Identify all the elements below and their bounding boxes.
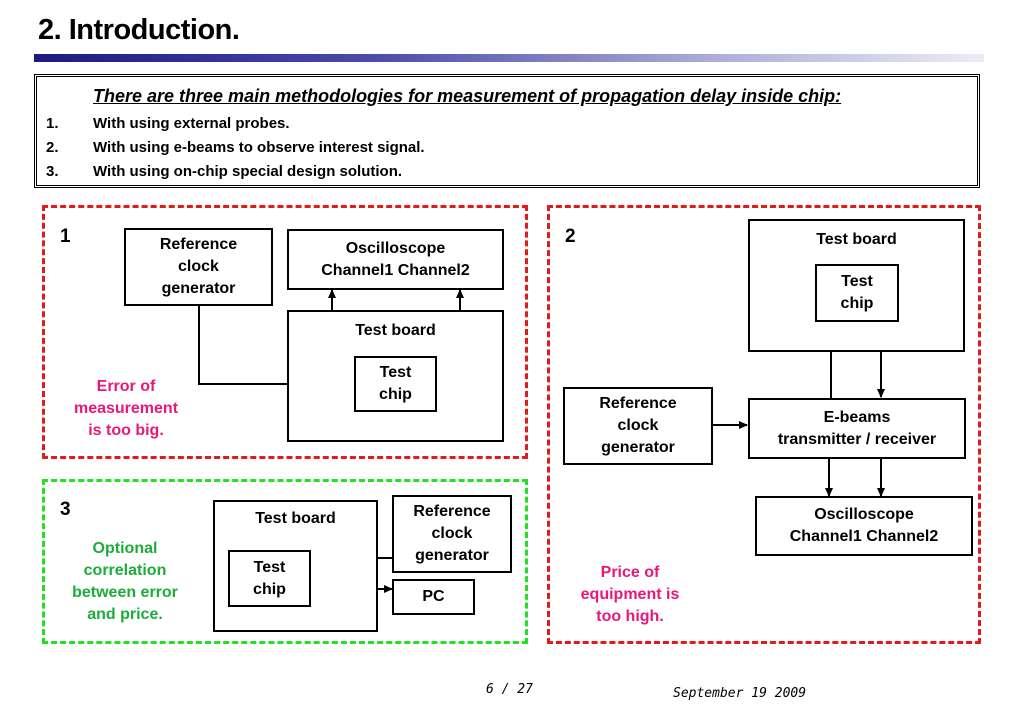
panel-2-number: 2 (565, 226, 576, 247)
panel-3-note: Optional correlation between error and p… (72, 540, 178, 623)
intro-heading: There are three main methodologies for m… (93, 86, 842, 106)
page-number: 6 / 27 (486, 682, 533, 697)
panel-1-external-probes (42, 205, 528, 459)
intro-item-text: With using e-beams to observe interest s… (93, 139, 425, 156)
panel-1-note: Error of measurement is too big. (73, 378, 179, 439)
panel-2-reference-clock-generator: Reference clock generator (563, 387, 713, 465)
intro-item-text: With using on-chip special design soluti… (93, 163, 403, 180)
panel-2-oscilloscope: Oscilloscope Channel1 Channel2 (755, 496, 973, 556)
panel-2-test-chip: Test chip (815, 264, 899, 322)
panel-2-note: Price of equipment is too high. (580, 564, 680, 625)
panel-3-pc: PC (392, 579, 475, 615)
panel-3-number: 3 (60, 499, 71, 520)
panel-1-test-chip: Test chip (354, 356, 437, 412)
panel-3-test-chip: Test chip (228, 550, 311, 607)
intro-item-number: 2. (46, 139, 59, 156)
intro-item-text: With using external probes. (93, 115, 290, 132)
panel-2-ebeams-transmitter-receiver: E-beams transmitter / receiver (748, 398, 966, 459)
title-underline-bar (34, 54, 984, 62)
panel-1-test-board: Test board (287, 310, 504, 442)
panel-1-oscilloscope: Oscilloscope Channel1 Channel2 (287, 229, 504, 290)
panel-3-onchip (42, 479, 528, 644)
intro-item-number: 3. (46, 163, 59, 180)
page-title: 2. Introduction. (38, 14, 240, 46)
intro-box (34, 74, 980, 188)
panel-1-number: 1 (60, 226, 71, 247)
footer-date: September 19 2009 (673, 686, 807, 701)
intro-item-number: 1. (46, 115, 59, 132)
panel-3-reference-clock-generator: Reference clock generator (392, 495, 512, 573)
panel-1-reference-clock-generator: Reference clock generator (124, 228, 273, 306)
panel-2-ebeams (547, 205, 981, 644)
